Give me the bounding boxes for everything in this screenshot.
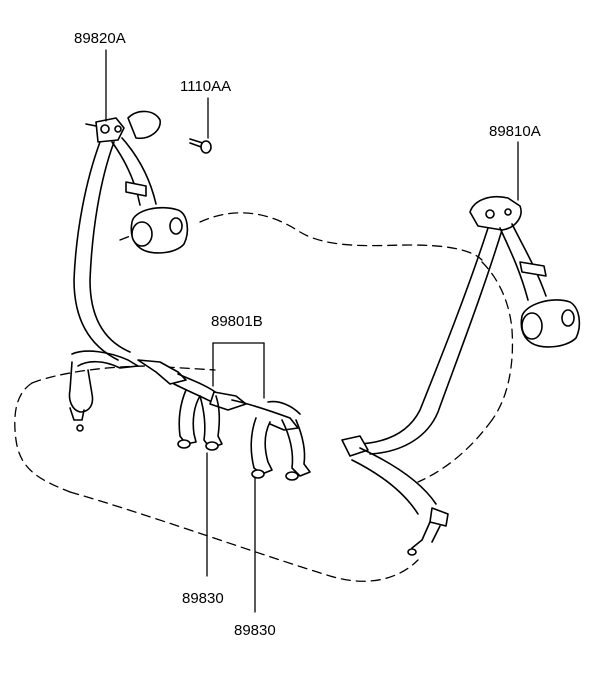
label-89830-left: 89830	[182, 590, 224, 607]
upper-left-seat-belt-assembly	[68, 110, 189, 432]
label-89810a: 89810A	[489, 123, 541, 140]
bolt-1110aa	[189, 138, 212, 154]
label-89830-right: 89830	[234, 622, 276, 639]
label-89820a: 89820A	[74, 30, 126, 47]
center-buckle-assembly	[137, 359, 311, 481]
upper-right-seat-belt-assembly	[341, 196, 581, 556]
label-1110aa: 1110AA	[180, 78, 232, 95]
leader-lines	[105, 49, 519, 613]
label-89801b: 89801B	[211, 313, 263, 330]
